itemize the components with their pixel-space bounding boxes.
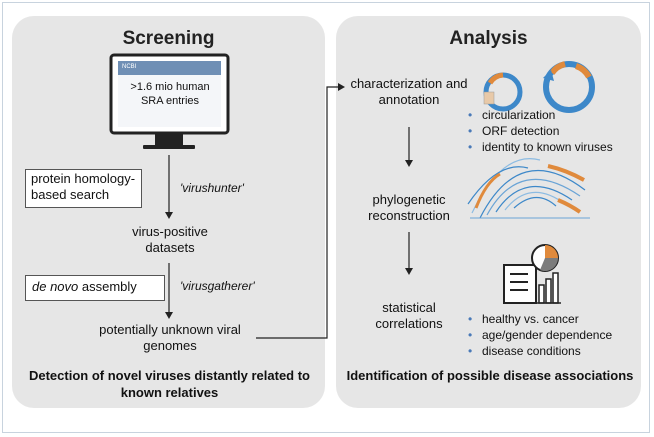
- circular-genome-small-icon: [483, 72, 523, 112]
- unknown-genomes-label: potentially unknown viral genomes: [99, 322, 241, 353]
- denovo-italic: de novo: [32, 279, 79, 294]
- screening-caption: Detection of novel viruses distantly rel…: [28, 368, 310, 400]
- characterization-label: characterization and annotation: [350, 76, 468, 107]
- denovo-rest: assembly: [78, 279, 137, 294]
- virushunter-label: 'virushunter': [180, 181, 244, 195]
- analysis-title: Analysis: [449, 28, 528, 49]
- virusgatherer-label: 'virusgatherer': [180, 279, 255, 293]
- bullet-item: ORF detection: [468, 123, 638, 139]
- bullet-item: age/gender dependence: [468, 327, 638, 343]
- bullet-item: circularization: [468, 107, 638, 123]
- denovo-box: [25, 275, 165, 301]
- statistical-bullets: healthy vs. cancer age/gender dependence…: [468, 311, 638, 359]
- bullet-item: disease conditions: [468, 343, 638, 359]
- analysis-arrows: [405, 127, 413, 275]
- protein-search-label: protein homology-based search: [31, 171, 136, 202]
- statistics-report-icon: [503, 244, 561, 304]
- connector-arrow: [256, 83, 345, 339]
- virus-positive-label: virus-positive datasets: [132, 224, 208, 255]
- bullet-item: identity to known viruses: [468, 139, 638, 155]
- monitor-icon: [109, 53, 230, 149]
- bullet-item: healthy vs. cancer: [468, 311, 638, 327]
- protein-search-box: [25, 169, 142, 208]
- phylogenetic-label: phylogenetic reconstruction: [368, 192, 450, 223]
- circular-genome-large-icon: [543, 61, 595, 113]
- analysis-caption: Identification of possible disease assoc…: [346, 368, 634, 383]
- characterization-bullets: circularization ORF detection identity t…: [468, 107, 638, 155]
- denovo-label: de novo assembly: [32, 279, 137, 295]
- monitor-header: NCBI: [122, 64, 137, 70]
- statistical-label: statistical correlations: [375, 300, 443, 331]
- screening-title: Screening: [122, 28, 215, 49]
- phylogenetic-tree-icon: [467, 158, 590, 219]
- monitor-text: >1.6 mio human SRA entries: [130, 81, 210, 107]
- screening-arrows: [165, 155, 173, 319]
